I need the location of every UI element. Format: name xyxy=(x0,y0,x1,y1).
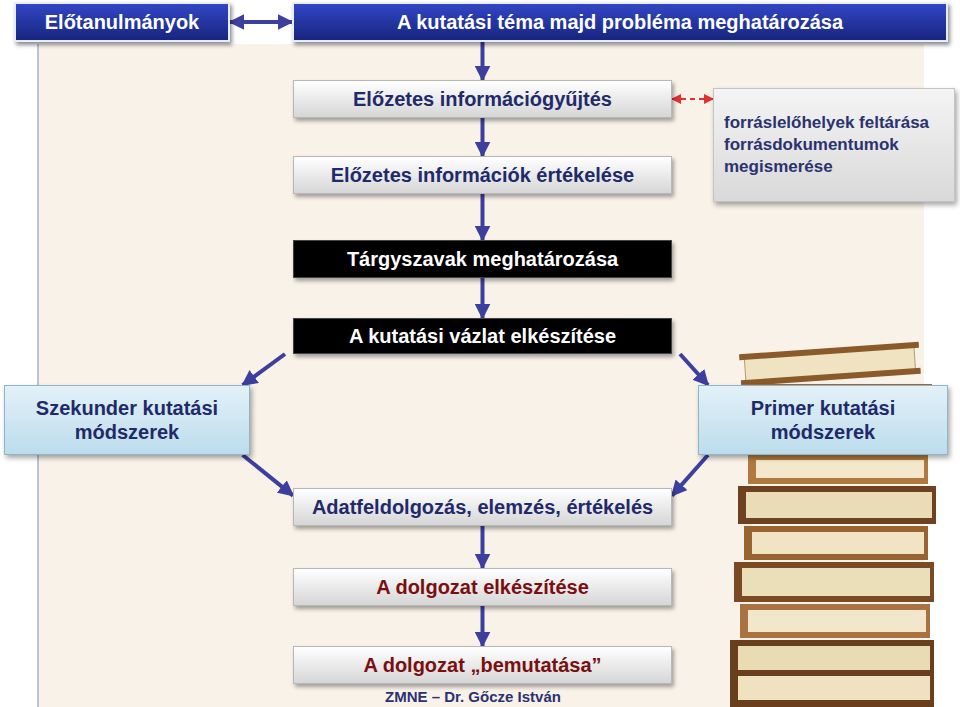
node-text: A dolgozat elkészítése xyxy=(376,576,589,599)
node-text: Előzetes információk értékelése xyxy=(331,164,634,187)
node-text: Adatfeldolgozás, elemzés, értékelés xyxy=(312,496,653,519)
flow-arrow xyxy=(481,278,485,318)
process-box: Előzetes információk értékelése xyxy=(293,156,672,194)
flow-arrow xyxy=(481,118,485,156)
node-text: forráslelőhelyek feltárása forrásdokumen… xyxy=(724,112,944,178)
flow-arrow xyxy=(230,20,292,24)
flow-arrow xyxy=(481,526,485,568)
title-box: Előtanulmányok xyxy=(14,2,230,42)
node-text: A kutatási téma majd probléma meghatároz… xyxy=(397,11,843,34)
process-box: A dolgozat „bemutatása” xyxy=(293,646,672,684)
node-text: Primer kutatási módszerek xyxy=(707,396,939,444)
flow-arrow xyxy=(481,606,485,646)
process-box: Adatfeldolgozás, elemzés, értékelés xyxy=(293,488,672,526)
process-box: A dolgozat elkészítése xyxy=(293,568,672,606)
flow-arrow xyxy=(481,194,485,240)
panel-edge xyxy=(37,44,39,707)
process-box: Előzetes információgyűjtés xyxy=(293,80,672,118)
node-text: Előzetes információgyűjtés xyxy=(353,88,612,111)
node-text: A dolgozat „bemutatása” xyxy=(363,654,601,677)
flow-arrow xyxy=(672,455,708,496)
node-text: Tárgyszavak meghatározása xyxy=(347,248,618,271)
dashed-connector xyxy=(672,98,713,100)
node-text: A kutatási vázlat elkészítése xyxy=(349,325,616,348)
method-box: Szekunder kutatási módszerek xyxy=(4,385,250,455)
flow-arrow xyxy=(243,455,293,496)
node-text: Előtanulmányok xyxy=(45,11,199,34)
flow-arrow xyxy=(481,42,485,80)
title-box: A kutatási téma majd probléma meghatároz… xyxy=(292,2,948,42)
footer-credit: ZMNE – Dr. Gőcze István xyxy=(385,688,561,705)
note-box: forráslelőhelyek feltárása forrásdokumen… xyxy=(713,88,955,202)
method-box: Primer kutatási módszerek xyxy=(698,385,948,455)
node-text: Szekunder kutatási módszerek xyxy=(13,396,241,444)
process-box: A kutatási vázlat elkészítése xyxy=(293,318,672,354)
flow-arrow xyxy=(243,354,285,385)
process-box: Tárgyszavak meghatározása xyxy=(293,240,672,278)
flow-arrow xyxy=(680,354,708,385)
